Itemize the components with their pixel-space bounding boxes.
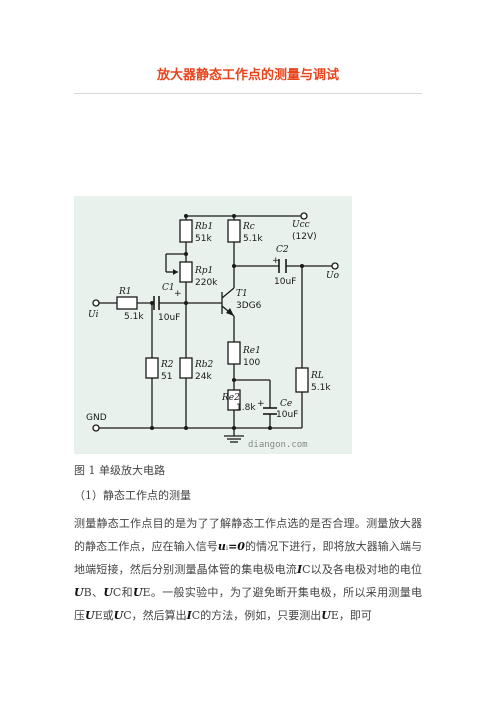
paragraph-text: E: [330, 609, 339, 622]
paragraph-text: ，然后算出: [131, 609, 187, 622]
ce-value: 10uF: [276, 410, 298, 420]
ce-name: Ce: [280, 399, 292, 409]
gnd-label: GND: [86, 413, 107, 423]
gnd-terminal: [92, 424, 100, 432]
resistor-r1: [116, 296, 138, 310]
resistor-rb2: [179, 357, 193, 379]
re1-value: 100: [243, 358, 260, 368]
paragraph-text: B: [83, 586, 92, 599]
resistor-re1: [227, 341, 241, 365]
junction-dots: [150, 214, 304, 430]
r1-name: R1: [118, 287, 132, 297]
math-variable: U: [74, 586, 84, 599]
c1-name: C1: [162, 283, 175, 293]
capacitor-ce: [263, 407, 277, 415]
capacitor-c2: [278, 259, 287, 273]
paragraph-text: 的方法，例如，只要测出: [200, 609, 322, 622]
capacitor-c1: [153, 296, 160, 310]
c2-value: 10uF: [274, 277, 296, 287]
math-variable: =0: [228, 540, 245, 553]
title-divider: [74, 93, 422, 94]
paragraph-text: E: [94, 609, 103, 622]
output-terminal: [331, 262, 339, 270]
resistor-rc: [227, 219, 241, 243]
document-title: 放大器静态工作点的测量与调试: [156, 68, 339, 83]
math-variable: U: [85, 609, 95, 622]
r1-value: 5.1k: [124, 312, 144, 322]
paragraph-text: ，即可: [338, 609, 372, 622]
ucc-value: (12V): [292, 232, 317, 242]
rp1-value: 220k: [195, 278, 218, 288]
rc-name: Rc: [242, 222, 255, 232]
re1-name: Re1: [242, 346, 261, 356]
rb1-name: Rb1: [194, 222, 213, 232]
resistor-rb1: [179, 219, 193, 243]
uo-label: Uo: [326, 271, 340, 281]
math-variable: I: [186, 609, 192, 622]
circuit-diagram: + + + Rb1 51k Rc 5.1k Ucc (12V) C2: [86, 212, 340, 450]
pot-wiper-arrow-icon: [173, 269, 178, 275]
paragraph-text: 测量静态工作点目的是为了了解静态工作点选的是否合理。测量放大器的静态工作点，应在…: [74, 517, 422, 553]
wires: [99, 215, 332, 429]
ucc-name: Ucc: [292, 220, 310, 230]
math-variable: U: [103, 586, 113, 599]
rb1-value: 51k: [195, 234, 212, 244]
math-variable: I: [296, 563, 303, 576]
r2-name: R2: [160, 360, 174, 370]
c2-name: C2: [276, 245, 289, 255]
body-paragraph: 测量静态工作点目的是为了了解静态工作点选的是否合理。测量放大器的静态工作点，应在…: [74, 512, 422, 627]
rl-value: 5.1k: [311, 383, 331, 393]
figure-caption: 图 1 单级放大电路: [74, 464, 165, 477]
ui-label: Ui: [88, 310, 99, 320]
paragraph-text: 、: [91, 586, 104, 599]
circuit-figure: + + + Rb1 51k Rc 5.1k Ucc (12V) C2: [74, 196, 352, 454]
re2-value: 1.8k: [236, 403, 256, 413]
input-terminal: [92, 299, 100, 307]
paragraph-text: 和: [121, 586, 133, 599]
re2-name: Re2: [221, 393, 240, 403]
math-variable: u: [217, 540, 226, 553]
rb2-name: Rb2: [194, 360, 214, 370]
paragraph-text: 。一般实验中，为了避免断开集电极，所以采用测量电压: [74, 586, 423, 622]
rc-value: 5.1k: [243, 234, 263, 244]
rb2-value: 24k: [195, 372, 212, 382]
t1-name: T1: [236, 289, 248, 299]
c2-plus-sign: +: [272, 256, 280, 266]
paragraph-text: C: [112, 586, 122, 599]
math-variable: U: [321, 609, 331, 622]
t1-value: 3DG6: [236, 301, 262, 311]
paragraph-text: C: [123, 609, 132, 622]
paragraph-text: E: [142, 586, 151, 599]
resistor-re2: [227, 389, 241, 411]
c1-value: 10uF: [158, 313, 180, 323]
ce-plus-sign: +: [257, 399, 265, 409]
c1-plus-sign: +: [174, 289, 182, 299]
math-variable: U: [132, 586, 143, 599]
rl-name: RL: [310, 371, 324, 381]
resistor-rl: [295, 367, 309, 393]
transistor-emitter-arrow-icon: [226, 308, 234, 316]
math-variable: U: [113, 609, 124, 622]
section-heading: （1）静态工作点的测量: [74, 489, 191, 502]
paragraph-text: 以及各电极对地的电位: [310, 563, 423, 576]
paragraph-text: C: [191, 609, 201, 622]
ground-symbol-icon: [224, 428, 244, 443]
paragraph-text: 的情况下进行，即将放大器输入端与地端短接，然后分别测量晶体管的集电极电流: [74, 540, 423, 576]
potentiometer-rp1: [179, 261, 193, 283]
ucc-terminal: [300, 212, 308, 220]
paragraph-text: C: [302, 563, 311, 576]
rp1-name: Rp1: [194, 266, 213, 276]
paragraph-text: ᵢ: [225, 540, 229, 553]
paragraph-text: 或: [102, 609, 114, 622]
resistor-r2: [145, 357, 159, 379]
watermark-text: diangon.com: [248, 440, 308, 450]
r2-value: 51: [161, 372, 172, 382]
